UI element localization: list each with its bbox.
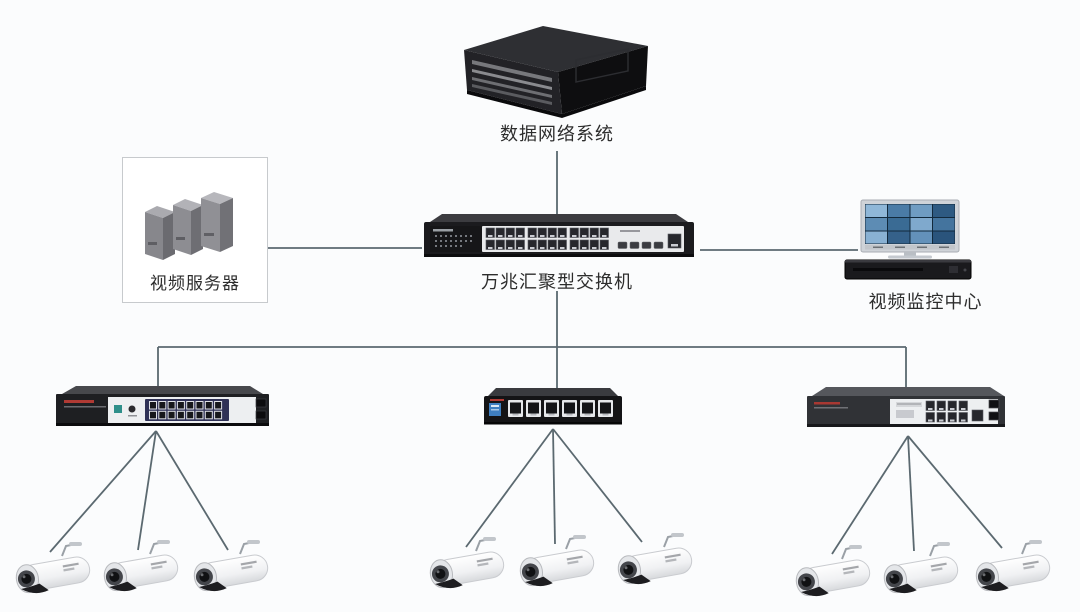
access-switch-center: [480, 386, 626, 434]
camera-center-2: [510, 533, 606, 593]
camera-left-2: [94, 538, 190, 598]
link-centerswitch-camera1: [465, 428, 554, 548]
link-leftswitch-camera3: [155, 430, 229, 551]
aggregation-switch-label: 万兆汇聚型交换机: [481, 272, 633, 293]
video-server-label: 视频服务器: [150, 274, 240, 294]
access-switch-right-icon: [807, 387, 1005, 427]
camera-right-3: [966, 538, 1062, 598]
camera-center-1: [420, 535, 516, 595]
aggregation-switch-icon: [424, 214, 694, 257]
access-switch-left: [50, 386, 275, 438]
link-centerswitch-camera2: [552, 428, 556, 545]
link-rightswitch-camera1: [831, 435, 909, 555]
access-switch-left-icon: [56, 386, 269, 426]
camera-left-1: [6, 540, 102, 600]
access-switch-center-icon: [484, 388, 622, 425]
core-router-chassis-icon: [464, 26, 648, 118]
monitor-nvr-icon: [844, 199, 972, 280]
link-rightswitch-camera3: [907, 435, 1003, 549]
monitoring-center: [843, 196, 975, 288]
camera-center-3: [608, 531, 704, 591]
video-server-group: 视频服务器: [122, 157, 268, 303]
link-leftswitch-camera1: [49, 430, 157, 553]
server-towers-icon: [145, 192, 233, 260]
camera-right-1: [786, 543, 882, 603]
access-switch-right: [802, 386, 1012, 440]
core-system-label: 数据网络系统: [500, 124, 614, 145]
monitoring-center-label: 视频监控中心: [868, 292, 983, 313]
link-rightswitch-camera2: [907, 435, 915, 552]
camera-left-3: [184, 538, 280, 598]
link-centerswitch-camera3: [552, 428, 643, 543]
aggregation-switch: [420, 214, 698, 264]
core-router-chassis: [448, 20, 663, 120]
camera-right-2: [874, 540, 970, 600]
link-leftswitch-camera2: [137, 430, 157, 551]
